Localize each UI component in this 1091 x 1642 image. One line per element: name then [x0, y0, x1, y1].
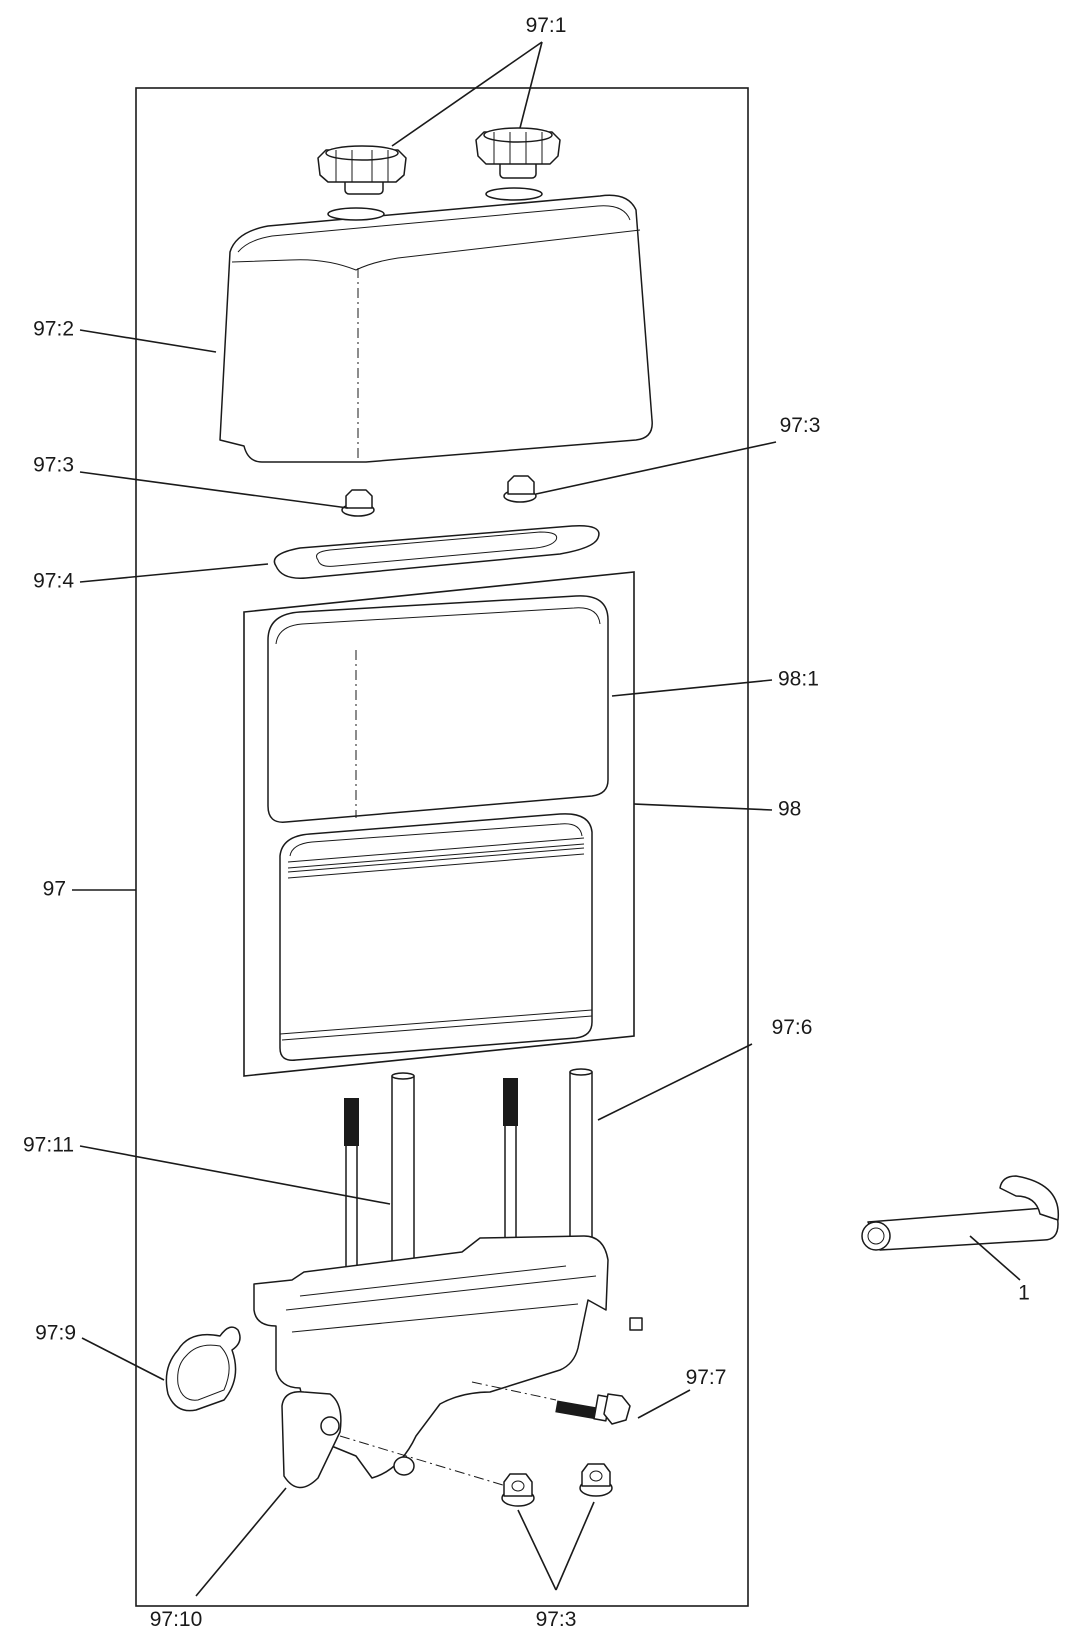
pre-filter [267, 595, 609, 823]
knob-right [475, 127, 561, 179]
flange-nut-left [341, 489, 375, 517]
gasket [165, 1326, 241, 1412]
callout-97-9: 97:9 [35, 1322, 76, 1345]
flange-nut-lower-left [501, 1473, 535, 1507]
flange-nut-right [503, 475, 537, 503]
stud-right [503, 1078, 518, 1301]
callout-97-3-bottom: 97:3 [536, 1608, 577, 1631]
spanner-tool [861, 1175, 1060, 1251]
callout-97-7: 97:7 [686, 1366, 727, 1389]
callout-98: 98 [778, 798, 801, 821]
spacer-tube-left [391, 1072, 415, 1263]
callout-97-3-left: 97:3 [33, 454, 74, 477]
callout-97-6: 97:6 [772, 1016, 813, 1039]
knob-left [317, 145, 407, 195]
callout-97-10: 97:10 [150, 1608, 203, 1631]
leader-lines [72, 41, 1021, 1597]
seal-plate [273, 525, 600, 579]
assembly-98-frame [243, 571, 635, 1077]
callout-97-11: 97:11 [23, 1134, 74, 1157]
flange-nut-lower-right [579, 1463, 613, 1497]
paper-filter [279, 813, 593, 1061]
callout-97-1: 97:1 [526, 14, 567, 37]
spacer-tube-right [569, 1068, 593, 1253]
callout-97-2: 97:2 [33, 318, 74, 341]
callout-97-4: 97:4 [33, 570, 74, 593]
callout-98-1: 98:1 [778, 668, 819, 691]
filter-base [253, 1235, 643, 1489]
callout-1: 1 [1018, 1282, 1030, 1305]
callout-97-3-right: 97:3 [780, 414, 821, 437]
assembly-97-frame [135, 87, 749, 1607]
bolt [555, 1393, 631, 1425]
air-filter-cover [219, 187, 653, 463]
callout-97: 97 [43, 878, 66, 901]
